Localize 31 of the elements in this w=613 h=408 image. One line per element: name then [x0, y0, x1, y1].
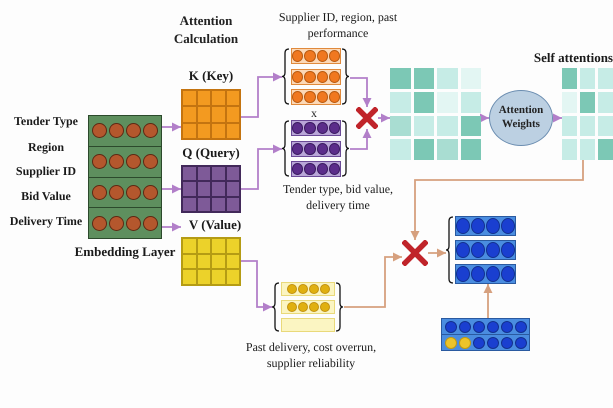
arrow — [553, 114, 562, 122]
arrow — [162, 122, 181, 132]
node-label: Embedding Layer — [74, 244, 176, 261]
arrow — [162, 222, 181, 232]
input-feature-label: Tender Type — [13, 114, 79, 130]
node-label: Past delivery, cost overrun, supplier reliability — [244, 340, 378, 372]
arrow — [480, 114, 489, 122]
node-label: V (Value) — [188, 217, 242, 234]
input-feature-label: Region — [27, 140, 65, 156]
arrow — [378, 114, 390, 122]
node-label: Self attentions — [532, 50, 613, 67]
diagram-title: Attention Calculation — [172, 12, 240, 48]
arrow — [350, 129, 372, 150]
arrow — [344, 252, 402, 308]
arrow — [350, 77, 372, 107]
node-label: Tender type, bid value, delivery time — [282, 182, 394, 214]
input-feature-label: Delivery Time — [8, 214, 84, 230]
arrow — [484, 284, 492, 318]
input-feature-label: Supplier ID — [14, 164, 78, 180]
input-feature-label: Bid Value — [20, 189, 72, 205]
node-label: Attention Weights — [498, 104, 544, 132]
arrow — [241, 72, 282, 118]
node-label: K (Key) — [188, 68, 234, 85]
node-label: Q (Query) — [181, 145, 241, 162]
arrow — [428, 248, 446, 258]
arrow — [410, 160, 584, 240]
multiply-sign: x — [311, 106, 317, 121]
arrow — [241, 260, 272, 312]
node-label: Supplier ID, region, past performance — [278, 10, 398, 42]
arrow — [162, 184, 181, 194]
arrow — [241, 144, 282, 190]
